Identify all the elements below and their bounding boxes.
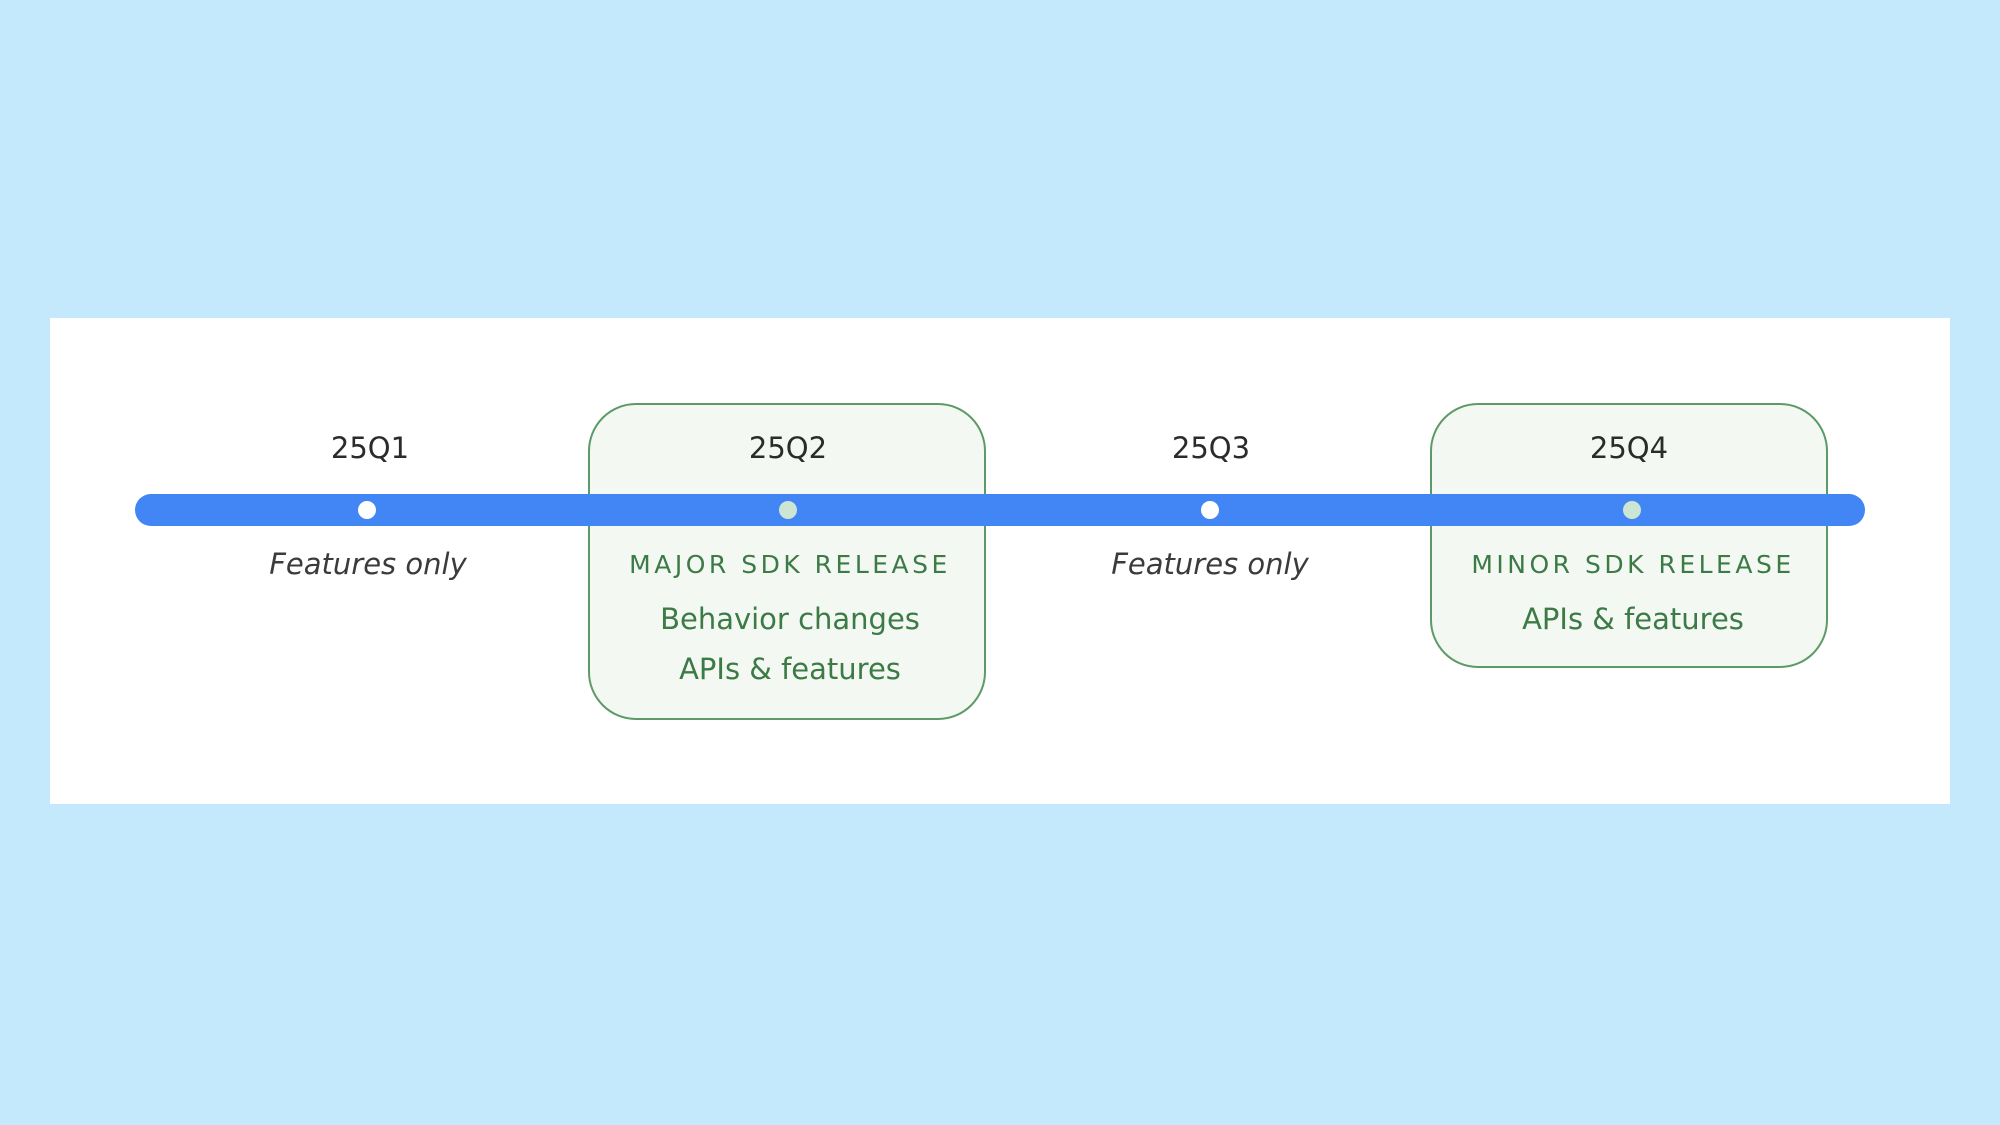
release-title-q2: MAJOR SDK RELEASE bbox=[629, 550, 951, 579]
release-line-q2-1: Behavior changes bbox=[660, 602, 920, 636]
major-release-box bbox=[588, 403, 986, 720]
timeline-dot-q1 bbox=[358, 501, 376, 519]
timeline-bar bbox=[135, 494, 1865, 526]
quarter-label-q3: 25Q3 bbox=[1171, 431, 1251, 465]
timeline-dot-q3 bbox=[1201, 501, 1219, 519]
quarter-label-q2: 25Q2 bbox=[748, 431, 828, 465]
quarter-note-q1: Features only bbox=[269, 547, 467, 581]
quarter-label-q4: 25Q4 bbox=[1589, 431, 1669, 465]
minor-release-box bbox=[1430, 403, 1828, 668]
timeline-dot-q2 bbox=[779, 501, 797, 519]
release-line-q2-2: APIs & features bbox=[679, 652, 901, 686]
timeline-panel: 25Q1 25Q2 25Q3 25Q4 Features only Featur… bbox=[50, 318, 1950, 804]
quarter-note-q3: Features only bbox=[1111, 547, 1309, 581]
release-title-q4: MINOR SDK RELEASE bbox=[1471, 550, 1795, 579]
quarter-label-q1: 25Q1 bbox=[330, 431, 410, 465]
release-line-q4-1: APIs & features bbox=[1522, 602, 1744, 636]
timeline-dot-q4 bbox=[1623, 501, 1641, 519]
